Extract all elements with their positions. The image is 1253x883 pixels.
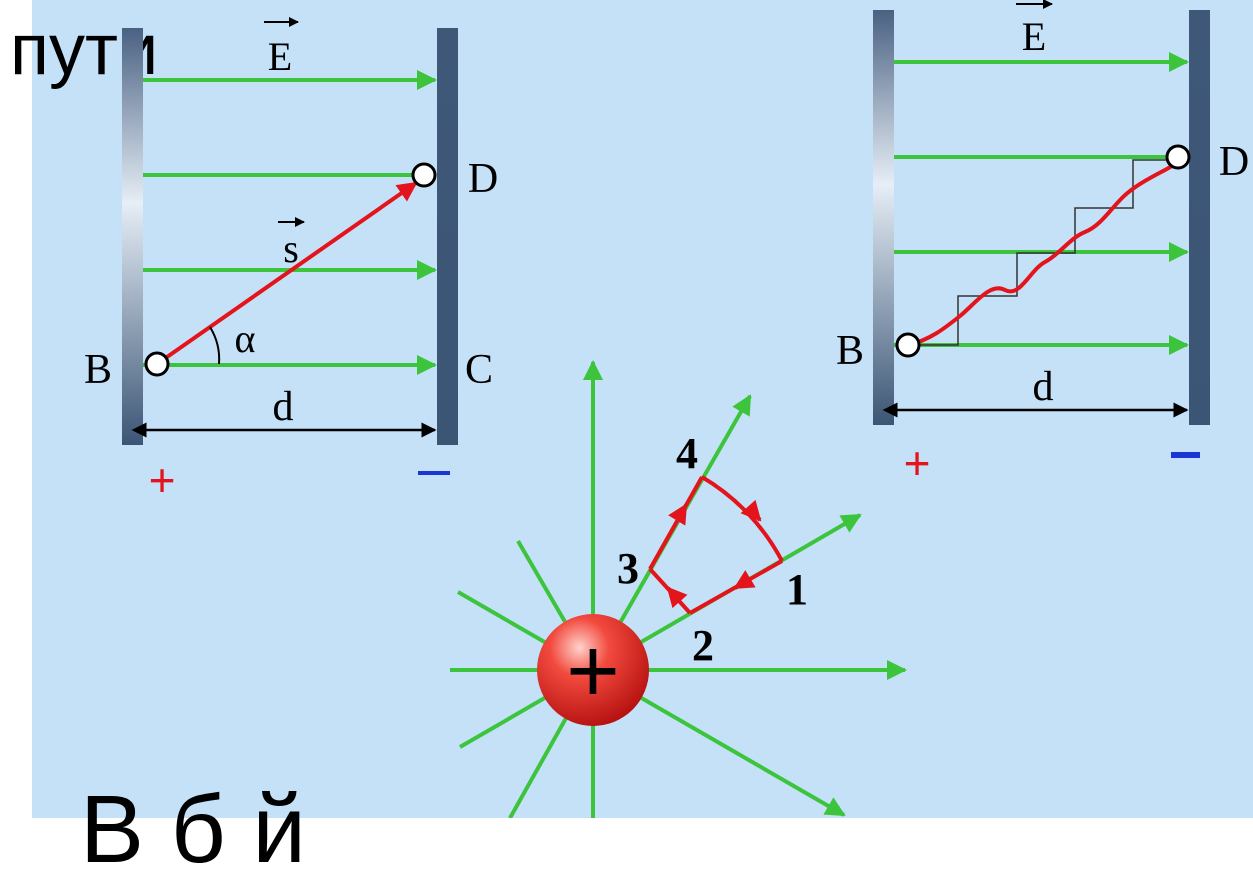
path-point-2-label: 2 [692,621,714,670]
angle-arc [209,326,221,365]
path-point-3-label: 3 [617,544,639,593]
left-positive-plate [122,28,143,445]
right-negative-plate [1189,10,1210,425]
point-charge-diagram: 1 2 3 4 + [450,360,907,818]
path-direction-arrow [666,586,688,609]
distance-label: d [273,384,294,430]
electric-field-diagram: E s α B D C d + E B D d + [84,0,1249,818]
plus-sign: + [149,454,176,506]
path-direction-arrow [733,570,756,590]
positive-charge-sphere [537,614,649,726]
left-negative-plate [437,28,458,445]
point-d-label: D [1219,139,1249,185]
path-segment-3-4 [648,476,704,570]
curved-path [907,156,1180,347]
plus-sign: + [904,437,931,489]
point-b-marker [144,351,170,377]
point-d-marker [1165,144,1191,170]
distance-label: d [1033,364,1054,410]
stepwise-path [908,159,1168,346]
angle-label: α [235,316,256,361]
path-direction-arrow [668,503,688,526]
point-b-marker [895,332,921,358]
point-b-label: B [84,347,112,393]
path-point-1-label: 1 [786,565,808,614]
slide-footer-text: В б й [80,776,306,883]
charge-sign: + [566,620,620,722]
displacement-label: s [283,226,299,271]
displacement-vector [155,181,418,366]
point-c-label: C [465,347,493,393]
point-b-label: B [836,328,864,374]
point-d-marker [411,162,437,188]
right-capacitor-diagram: E B D d + [836,0,1249,489]
minus-sign-icon [418,471,450,475]
minus-sign-icon [1171,452,1200,458]
path-segment-4-1 [700,475,784,562]
field-vector-label: E [1022,14,1046,59]
point-d-label: D [468,156,498,202]
left-capacitor-diagram: E s α B D C d + [84,17,498,506]
field-vector-label: E [268,34,292,79]
path-direction-arrow [740,499,762,522]
right-positive-plate [873,10,894,425]
path-point-4-label: 4 [676,429,698,478]
